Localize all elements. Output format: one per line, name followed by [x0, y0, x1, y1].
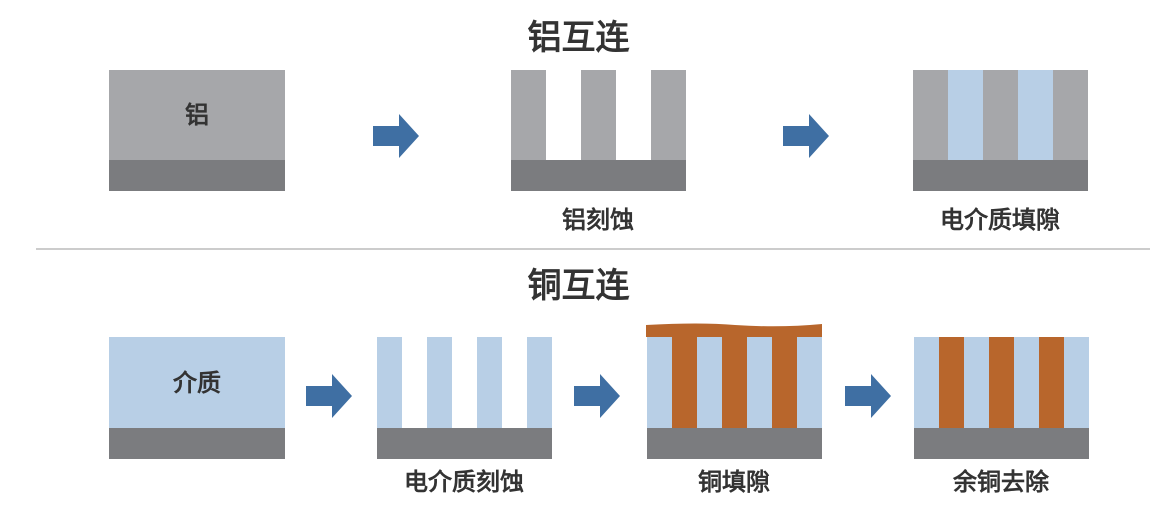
- cu-cmp-line-3: [1039, 337, 1064, 428]
- right-arrow-icon: [783, 114, 829, 158]
- right-arrow-icon: [306, 374, 352, 418]
- cu-stage-initial-substrate: [109, 428, 285, 459]
- cu-gapfill-line-3: [772, 330, 797, 428]
- aluminum-block-label: 铝: [185, 101, 209, 129]
- cu-stage-initial-dielectric-layer: [109, 337, 285, 428]
- cu-gapfill-line-1: [672, 330, 697, 428]
- cu-cmp-line-1: [939, 337, 964, 428]
- cu-stage-gapfill-substrate: [647, 428, 822, 459]
- cu-gapfill-line-2: [722, 330, 747, 428]
- al-stage-etch: [511, 70, 686, 191]
- cu-stage-etch-substrate: [377, 428, 552, 459]
- cu-etch-pillar-4: [527, 337, 552, 428]
- al-stage-gapfill-substrate: [913, 160, 1088, 191]
- cu-stage-etch: [377, 337, 552, 459]
- section-divider: [36, 248, 1150, 250]
- cu-stage-cmp: [914, 337, 1089, 459]
- aluminum-etch-label: 铝刻蚀: [562, 206, 634, 234]
- al-stage-gapfill: [913, 70, 1088, 191]
- al-stage-initial: [109, 70, 285, 191]
- cu-stage-gapfill: [646, 323, 822, 459]
- cu-etch-pillar-3: [477, 337, 502, 428]
- al-stage-initial-aluminum-layer: [109, 70, 285, 160]
- cu-stage-cmp-substrate: [914, 428, 1089, 459]
- cu-etch-pillar-2: [427, 337, 452, 428]
- copper-section-title: 铜互连: [527, 266, 630, 306]
- right-arrow-icon: [574, 374, 620, 418]
- cu-etch-pillar-1: [377, 337, 402, 428]
- al-gapfill-line-2: [983, 70, 1018, 160]
- al-gapfill-line-1: [913, 70, 948, 160]
- cu-cmp-line-2: [989, 337, 1014, 428]
- right-arrow-icon: [845, 374, 891, 418]
- dielectric-etch-label: 电介质刻蚀: [404, 468, 524, 496]
- cu-stage-initial: [109, 337, 285, 459]
- cu-overburden-layer: [646, 323, 822, 337]
- al-gapfill-line-3: [1053, 70, 1088, 160]
- al-etch-line-3: [651, 70, 686, 160]
- aluminum-section-title: 铝互连: [527, 18, 630, 58]
- al-stage-etch-substrate: [511, 160, 686, 191]
- al-etch-line-2: [581, 70, 616, 160]
- right-arrow-icon: [373, 114, 419, 158]
- al-etch-line-1: [511, 70, 546, 160]
- copper-gapfill-label: 铜填隙: [698, 468, 770, 496]
- al-stage-initial-substrate: [109, 160, 285, 191]
- dielectric-gapfill-label: 电介质填隙: [940, 206, 1060, 234]
- excess-copper-removal-label: 余铜去除: [953, 468, 1049, 496]
- dielectric-block-label: 介质: [173, 369, 221, 397]
